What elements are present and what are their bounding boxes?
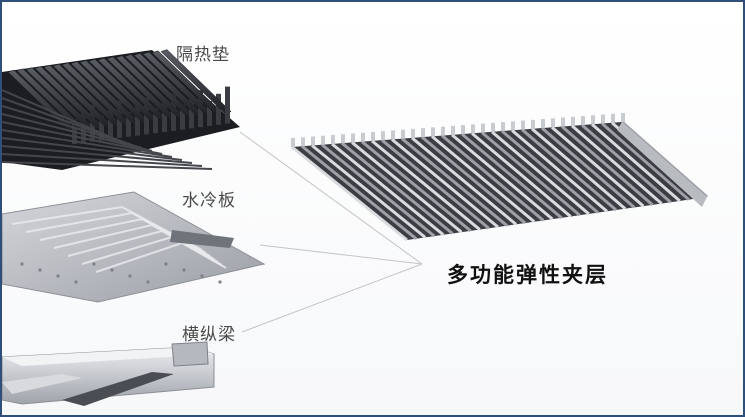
label-insulation-pad: 隔热垫 xyxy=(176,45,230,65)
leader-lines xyxy=(239,131,423,333)
leader-line-cooling-plate xyxy=(259,244,423,265)
label-elastic-layer: 多功能弹性夹层 xyxy=(447,263,608,287)
label-cooling-plate: 水冷板 xyxy=(182,191,236,211)
leader-line-cross-beam xyxy=(241,263,423,333)
cooling-plate-graphic xyxy=(2,191,266,303)
elastic-layer-graphic xyxy=(291,113,708,242)
insulation-pad-graphic xyxy=(2,49,240,170)
cross-beam-graphic xyxy=(2,341,215,406)
label-cross-beam: 横纵梁 xyxy=(182,325,236,345)
leader-line-insulation-pad xyxy=(239,131,423,265)
